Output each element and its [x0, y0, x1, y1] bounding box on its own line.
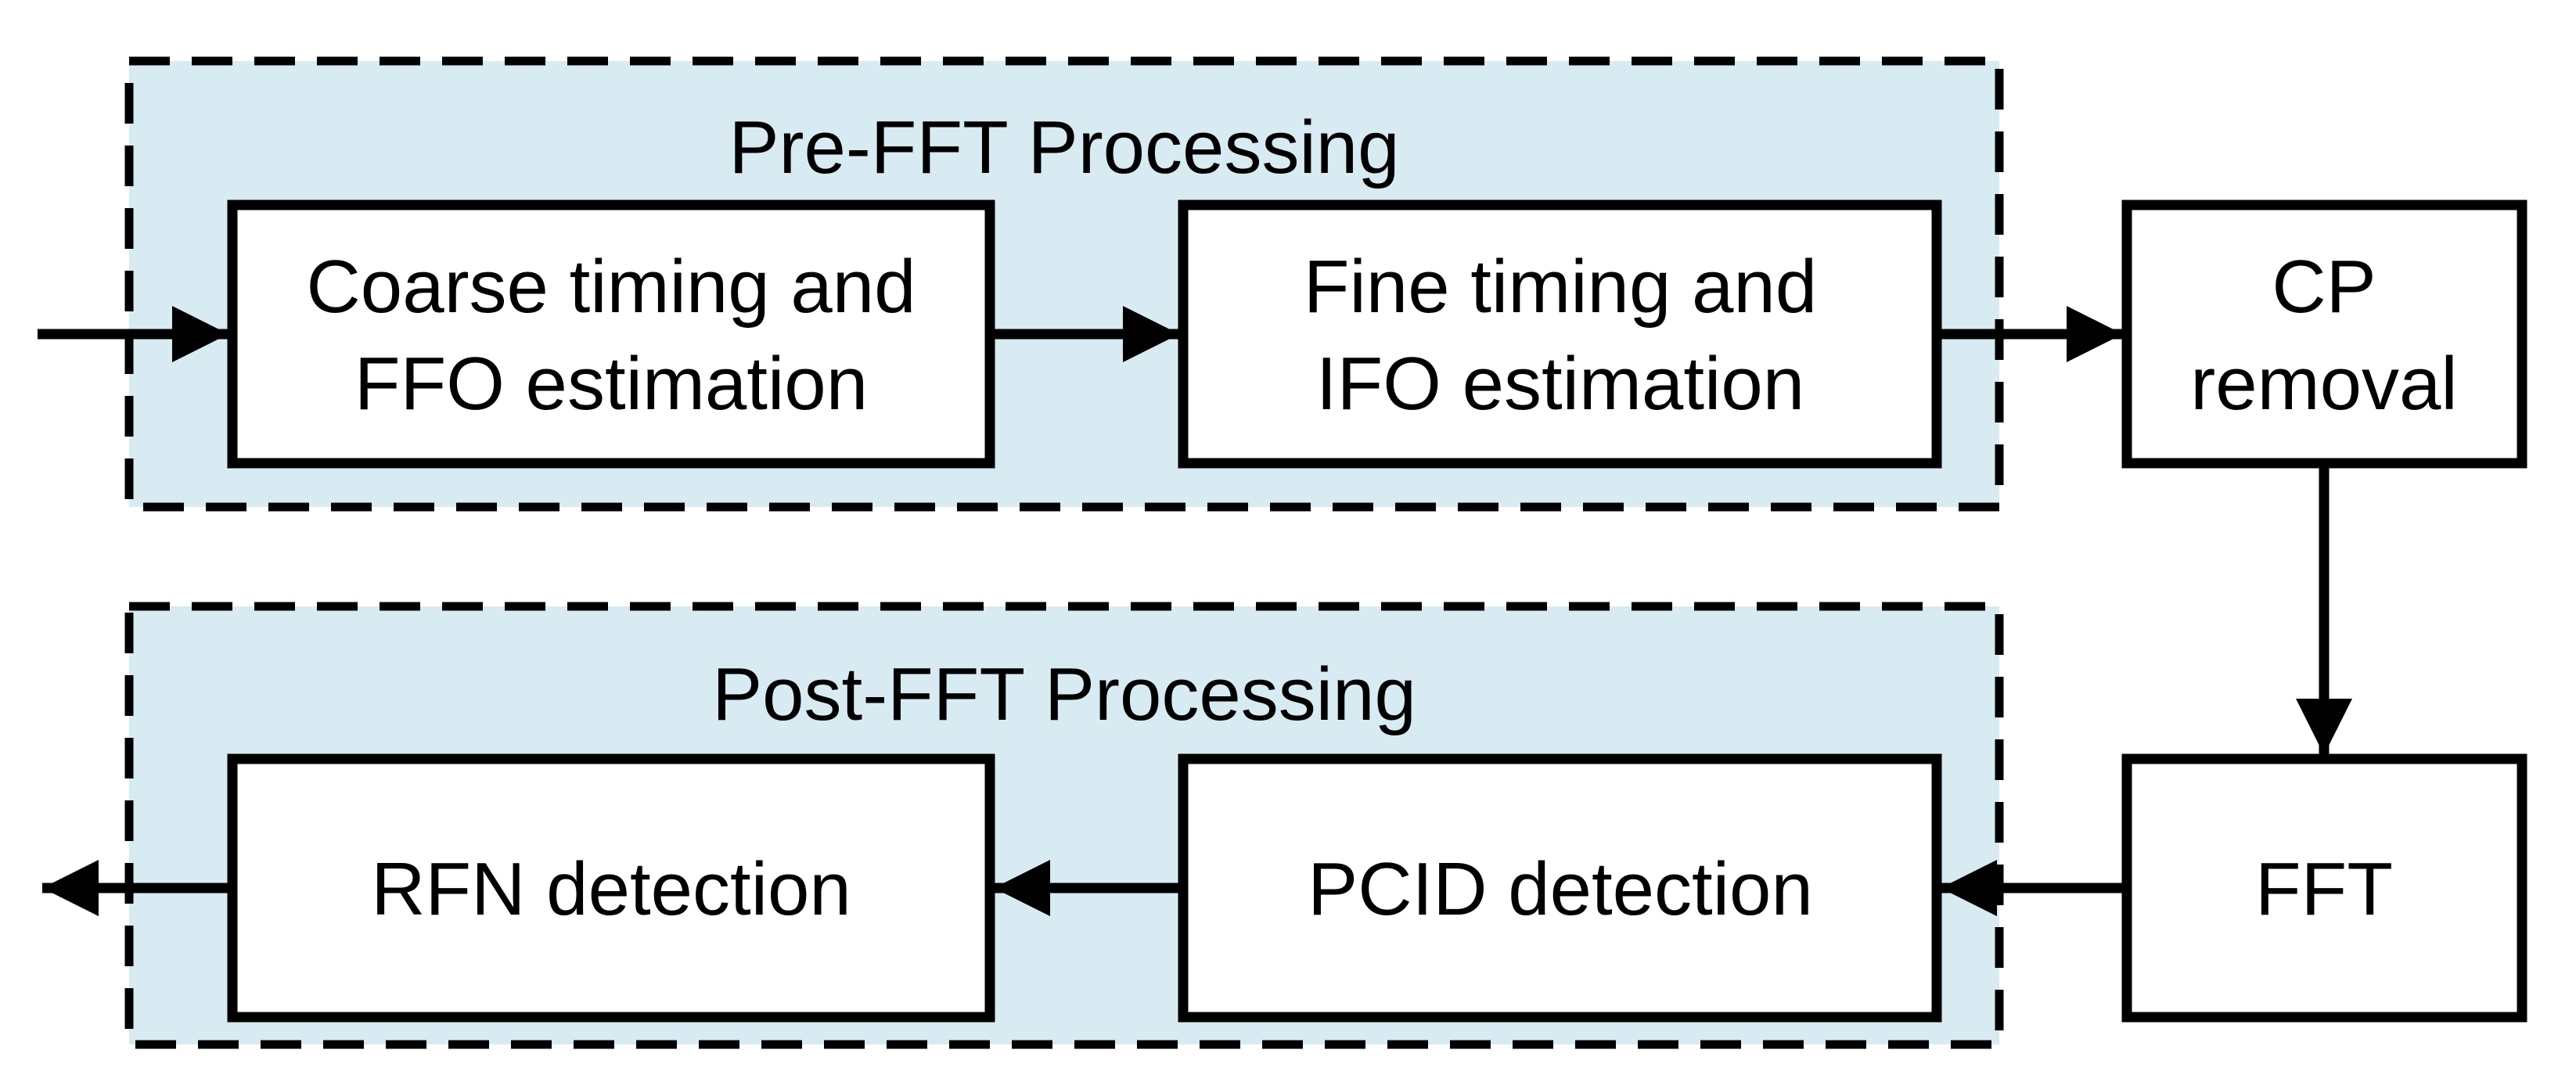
coarse-timing-ffo-rect	[227, 200, 995, 469]
coarse-timing-ffo-label-line1: Coarse timing and	[306, 245, 916, 329]
pcid-detection-box: PCID detection	[1178, 753, 1942, 1023]
rfn-detection-rect	[227, 753, 995, 1023]
fft-label: FFT	[2255, 847, 2393, 931]
coarse-timing-ffo-label-line2: FFO estimation	[354, 342, 868, 426]
fft-box: FFT	[2121, 753, 2527, 1023]
pre-fft-region-title: Pre-FFT Processing	[729, 106, 1399, 189]
coarse-timing-ffo-box: Coarse timing and FFO estimation	[227, 200, 995, 469]
fine-timing-ifo-label-line1: Fine timing and	[1304, 245, 1817, 329]
cp-removal-label-line2: removal	[2190, 342, 2457, 426]
rfn-detection-box: RFN detection	[227, 753, 995, 1023]
pcid-detection-label: PCID detection	[1308, 847, 1813, 931]
pcid-detection-rect	[1178, 753, 1942, 1023]
cp-removal-label-line1: CP	[2272, 245, 2376, 329]
post-fft-region-title: Post-FFT Processing	[712, 653, 1416, 736]
fine-timing-ifo-rect	[1178, 200, 1942, 469]
cp-removal-box: CP removal	[2121, 200, 2527, 469]
cp-removal-rect	[2121, 200, 2527, 469]
fine-timing-ifo-box: Fine timing and IFO estimation	[1178, 200, 1942, 469]
rfn-detection-label: RFN detection	[371, 847, 851, 931]
fine-timing-ifo-label-line2: IFO estimation	[1316, 342, 1804, 426]
fft-rect	[2121, 753, 2527, 1023]
